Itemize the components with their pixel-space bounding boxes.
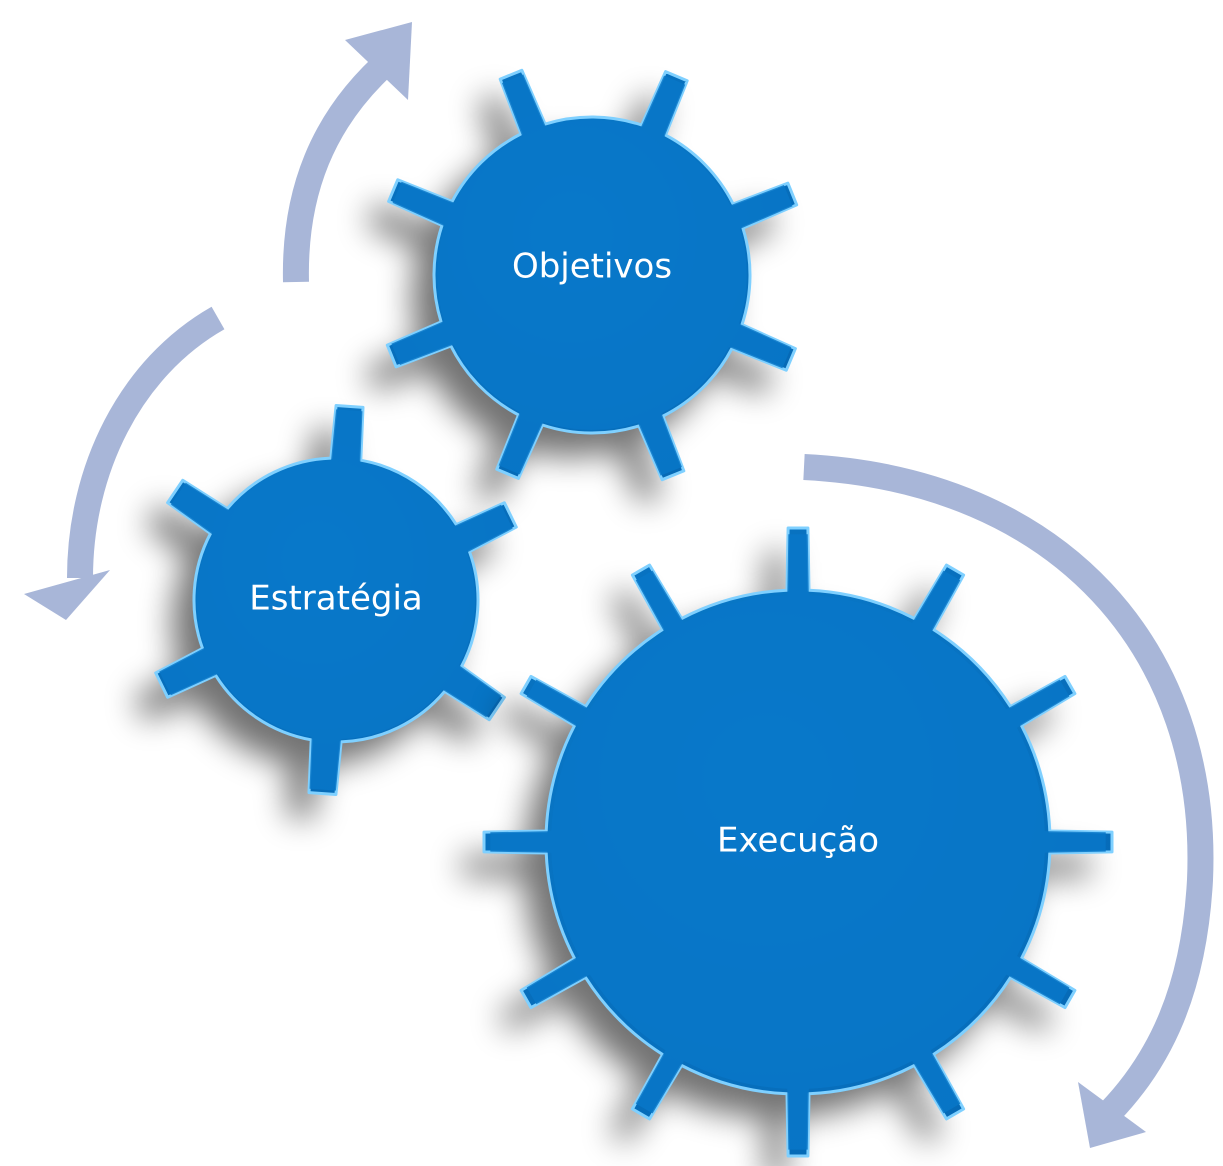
cycle-arrow-top	[282, 45, 404, 283]
gear-label-execucao: Execução	[717, 821, 879, 861]
gear-execucao: Execução	[462, 526, 1114, 1166]
cycle-arrow-top-head	[345, 22, 412, 100]
arrows-layer	[24, 22, 1214, 1148]
gears-layer: Objetivos Estratégia Execução	[133, 68, 1114, 1166]
gear-objetivos: Objetivos	[365, 68, 799, 504]
cycle-arrow-left	[67, 306, 225, 579]
gear-face	[159, 409, 513, 791]
gear-face	[490, 534, 1106, 1150]
cycle-arrow-left-head	[24, 570, 110, 620]
cycle-arrow-right	[803, 454, 1214, 1122]
gear-label-objetivos: Objetivos	[512, 247, 672, 287]
cycle-arrow-right-head	[1078, 1082, 1146, 1148]
gear-face	[391, 74, 793, 476]
gear-estrategia: Estratégia	[133, 404, 518, 819]
gear-label-estrategia: Estratégia	[249, 579, 422, 619]
